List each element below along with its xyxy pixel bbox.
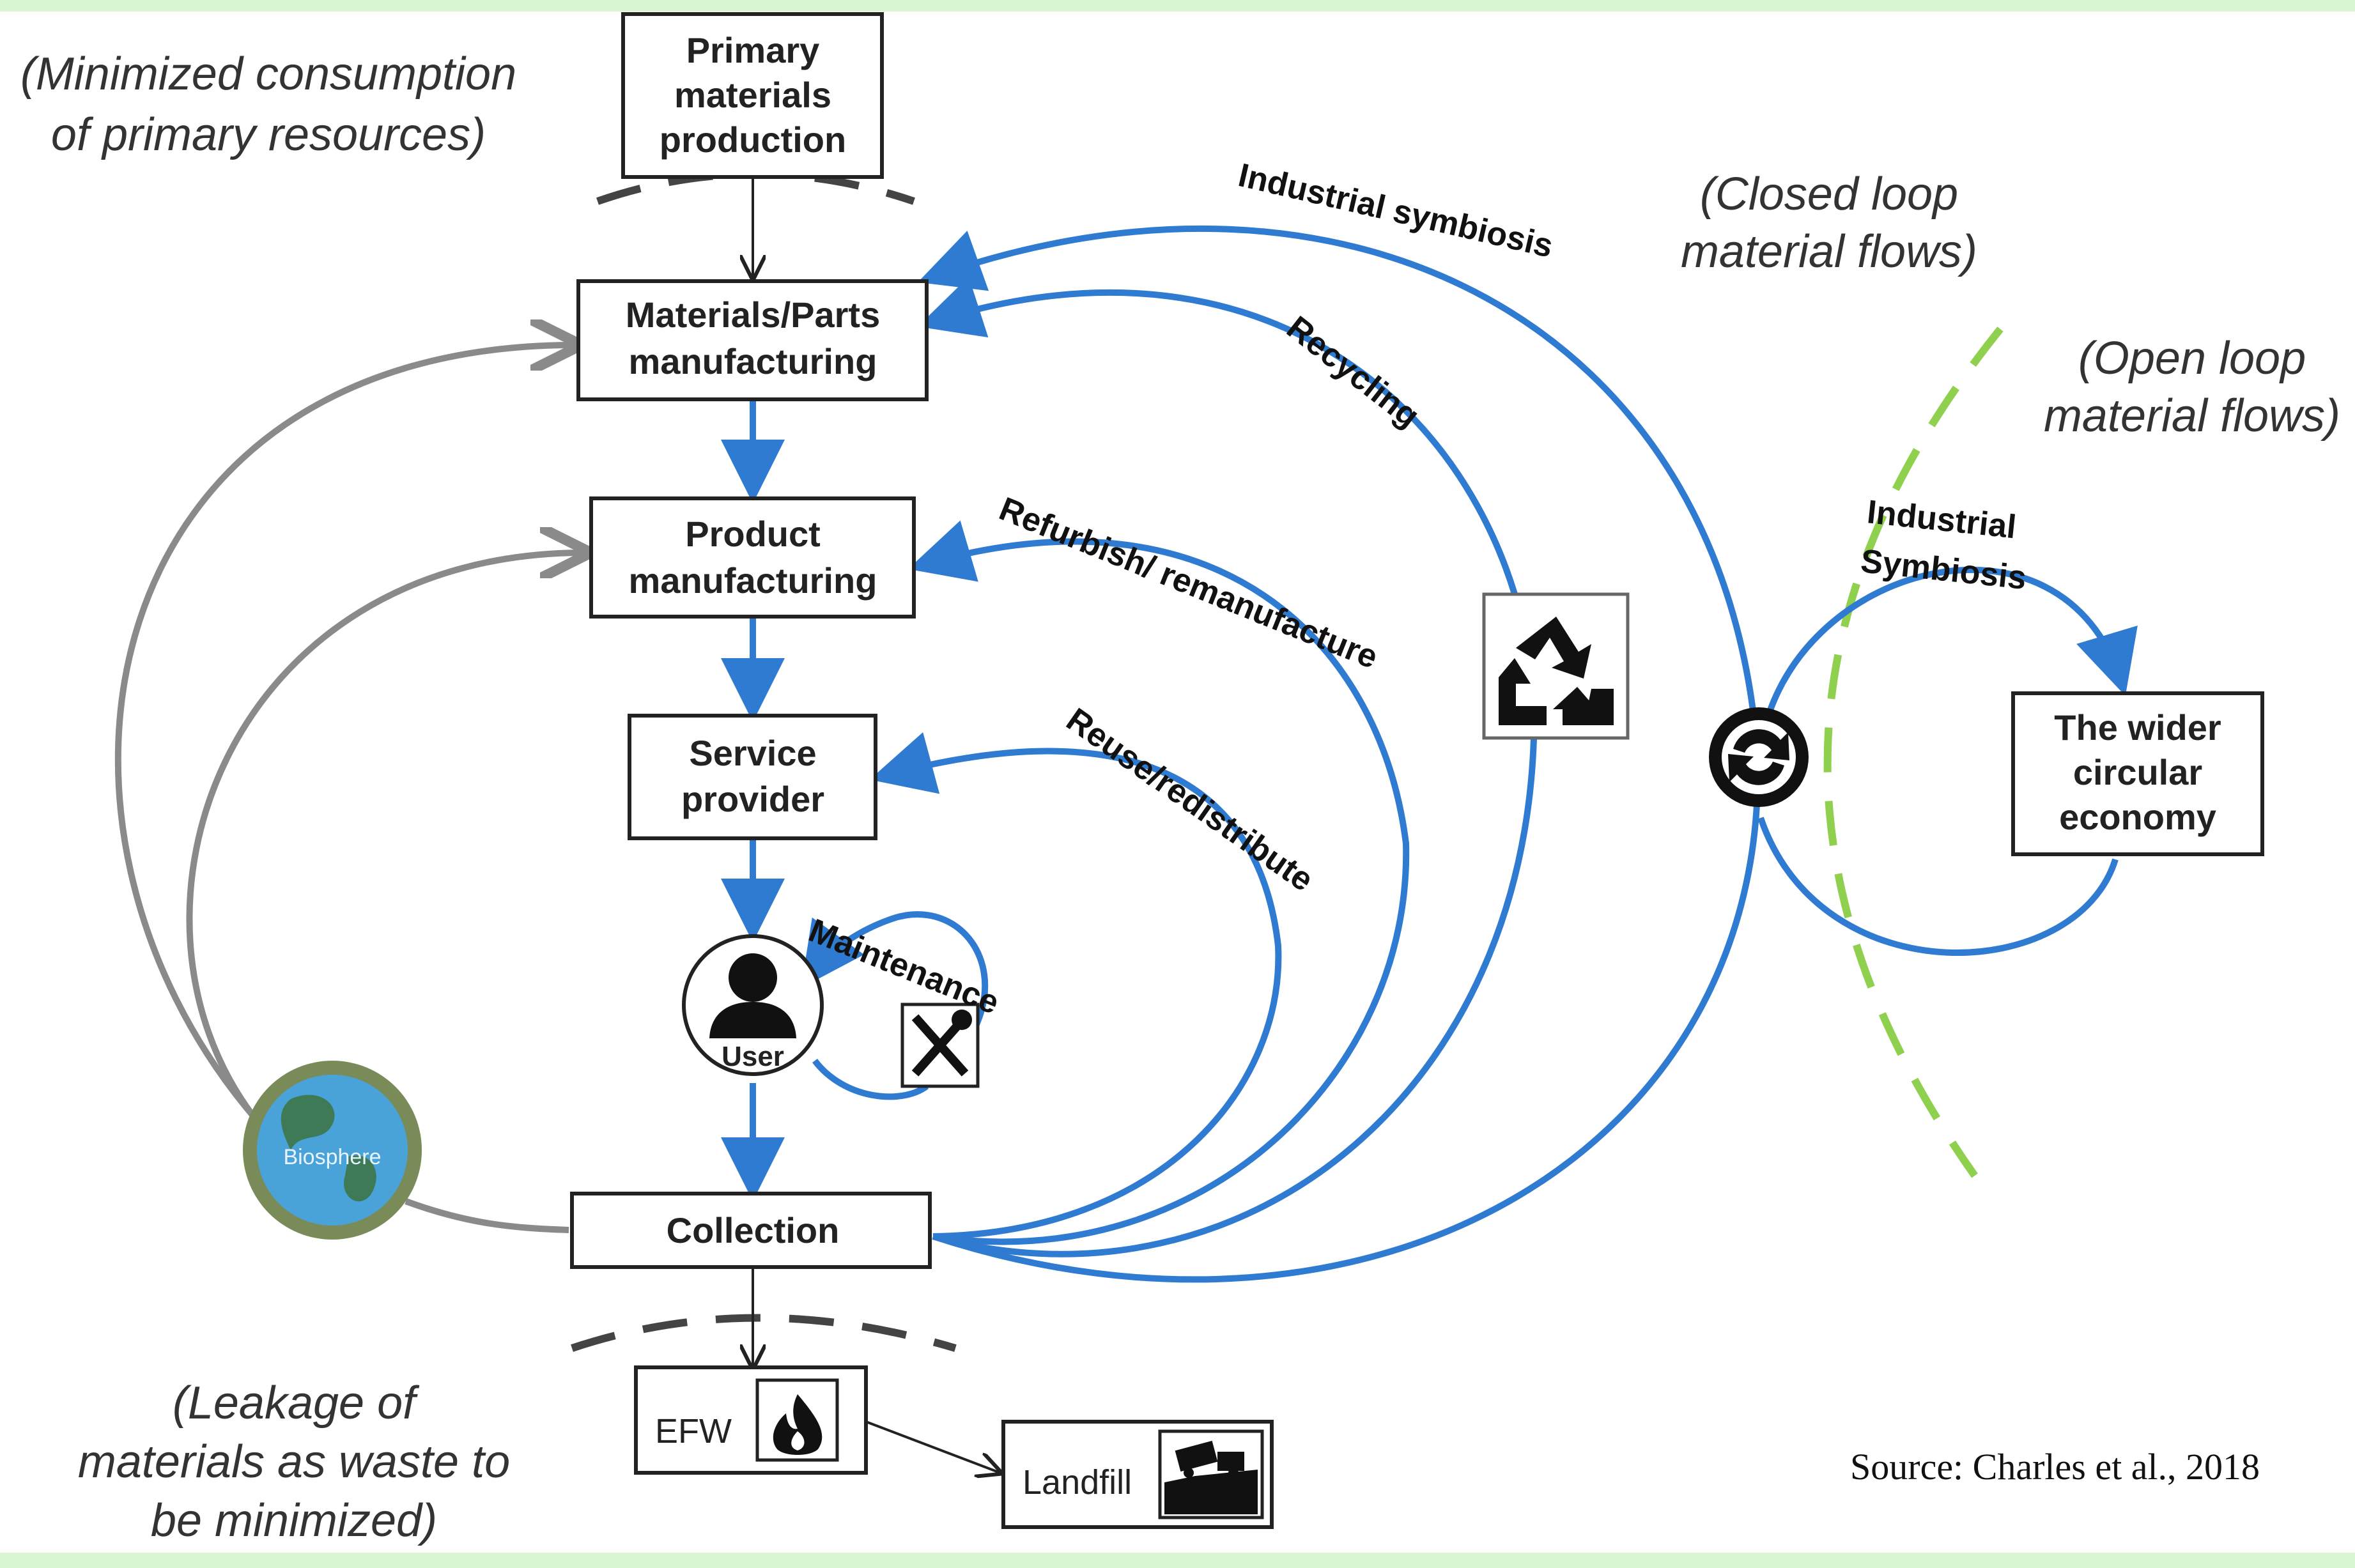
open-loop-symbiosis-curve: [1757, 566, 2138, 748]
collection-label: Collection: [667, 1210, 840, 1250]
materials-line-1: Materials/Parts: [626, 295, 880, 335]
dump-truck-icon: [1158, 1429, 1264, 1519]
refurbish-loop: [907, 520, 1410, 1245]
frame-top: [0, 0, 2355, 12]
primary-materials-box: Primary materials production: [621, 12, 884, 179]
materials-line-2: manufacturing: [629, 341, 877, 381]
biosphere-globe-icon: Biosphere: [243, 1061, 422, 1240]
user-icon: User: [682, 934, 824, 1076]
materials-parts-box: Materials/Parts manufacturing: [576, 279, 929, 401]
note-leak-2: materials as waste to: [78, 1436, 510, 1487]
service-line-1: Service: [689, 733, 816, 773]
note-leak-1: (Leakage of: [173, 1378, 420, 1429]
biosphere-collection-link: [405, 1198, 569, 1233]
primary-line-2: materials: [674, 75, 831, 115]
landfill-box: Landfill: [1001, 1420, 1274, 1529]
frame-bottom: [0, 1553, 2355, 1568]
note-closed-loop: (Closed loop material flows): [1681, 169, 1977, 277]
user-label: User: [722, 1041, 784, 1072]
label-refurbish: Refurbish/ remanufacture: [994, 490, 1383, 676]
primary-line-3: production: [660, 119, 846, 160]
service-line-2: provider: [681, 779, 824, 819]
note-top-left-1: (Minimized consumption: [20, 49, 516, 100]
note-open-1: (Open loop: [2078, 333, 2306, 384]
reuse-loop: [869, 732, 1282, 1240]
open-loop-boundary-dash: [1823, 327, 2004, 1178]
note-top-left-2: of primary resources): [51, 109, 486, 160]
wider-line-2: circular: [2073, 752, 2202, 792]
efw-to-landfill-arrow: [865, 1420, 1000, 1473]
label-reuse: Reuse/redistribute: [1060, 701, 1320, 898]
note-closed-1: (Closed loop: [1700, 169, 1958, 220]
biosphere-to-product-arrow: [186, 553, 585, 1117]
service-provider-box: Service provider: [628, 714, 877, 840]
recycle-icon: [1482, 592, 1630, 740]
note-closed-2: material flows): [1681, 226, 1977, 277]
note-open-2: material flows): [2044, 390, 2340, 442]
label-industrial-open-1: Industrial: [1865, 493, 2018, 546]
collection-box: Collection: [570, 1192, 932, 1269]
biosphere-to-materials-arrow: [114, 345, 575, 1118]
note-minimized-consumption: (Minimized consumption of primary resour…: [20, 49, 516, 160]
fire-icon: [755, 1378, 839, 1462]
wider-line-3: economy: [2059, 797, 2216, 837]
wider-line-1: The wider: [2054, 707, 2221, 748]
note-leakage: (Leakage of materials as waste to be min…: [78, 1378, 510, 1546]
landfill-label: Landfill: [1023, 1463, 1132, 1502]
label-recycling: Recycling: [1280, 309, 1426, 435]
open-loop-return-curve: [1757, 817, 2119, 956]
recycling-loop: [917, 276, 1538, 1257]
efw-box: EFW: [634, 1365, 868, 1475]
note-leak-3: be minimized): [151, 1495, 437, 1546]
source-citation: Source: Charles et al., 2018: [1850, 1446, 2260, 1487]
product-line-1: Product: [685, 514, 821, 554]
leakage-boundary-dash: [571, 1314, 957, 1352]
wider-circular-economy-box: The wider circular economy: [2011, 691, 2264, 856]
product-line-2: manufacturing: [629, 560, 877, 601]
biosphere-label: Biosphere: [283, 1145, 381, 1169]
efw-label: EFW: [655, 1412, 732, 1450]
sync-icon: [1709, 707, 1809, 807]
note-open-loop: (Open loop material flows): [2044, 333, 2340, 442]
primary-line-1: Primary: [686, 30, 820, 70]
product-manufacturing-box: Product manufacturing: [589, 496, 916, 619]
wrench-screwdriver-icon: [900, 1003, 980, 1088]
label-industrial-symbiosis: Industrial symbiosis: [1235, 157, 1556, 265]
